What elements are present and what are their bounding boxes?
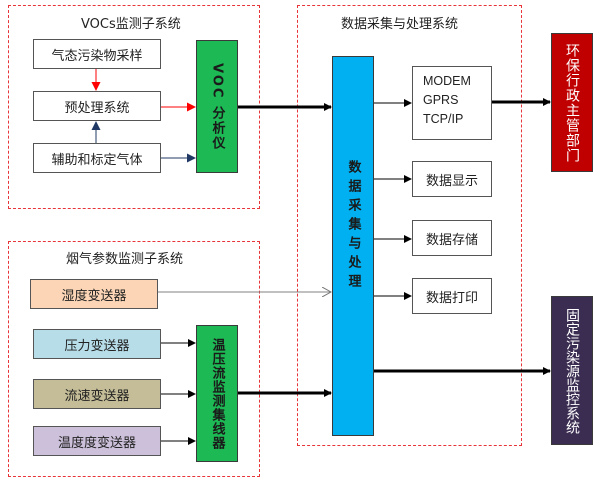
flow-transmitter-box[interactable]: 流速变送器 — [33, 379, 161, 409]
flue-subsystem-group: 烟气参数监测子系统 — [8, 241, 260, 477]
concentrator-label: 温压流监测集线器 — [209, 337, 225, 450]
voc-analyzer-label: VOC 分析仪 — [209, 62, 225, 151]
data-print-box[interactable]: 数据打印 — [412, 278, 492, 314]
data-system-title: 数据采集与处理系统 — [341, 17, 459, 32]
voc-subsystem-title: VOCs监测子系统 — [81, 17, 181, 32]
voc-analyzer-box[interactable]: VOC 分析仪 — [196, 40, 238, 173]
temperature-transmitter-box[interactable]: 温度度变送器 — [33, 426, 161, 456]
data-core-label: 数据采集与处理 — [345, 159, 361, 293]
calibration-gas-box[interactable]: 辅助和标定气体 — [33, 143, 161, 173]
sampling-box[interactable]: 气态污染物采样 — [33, 39, 161, 69]
flue-subsystem-title: 烟气参数监测子系统 — [66, 252, 184, 267]
concentrator-box[interactable]: 温压流监测集线器 — [196, 325, 238, 462]
data-system-group: 数据采集与处理系统 — [297, 5, 522, 446]
data-core-box[interactable]: 数据采集与处理 — [332, 56, 374, 436]
humidity-transmitter-box[interactable]: 湿度变送器 — [30, 279, 158, 309]
epa-department-box[interactable]: 环保行政主管部门 — [551, 33, 593, 172]
epa-department-label: 环保行政主管部门 — [564, 42, 580, 163]
comm-line-tcpip: TCP/IP — [423, 112, 464, 126]
comm-line-gprs: GPRS — [423, 93, 459, 107]
monitoring-system-label: 固定污染源监控系统 — [564, 307, 580, 434]
data-storage-box[interactable]: 数据存储 — [412, 220, 492, 256]
pressure-transmitter-box[interactable]: 压力变送器 — [33, 329, 161, 359]
comm-box[interactable]: MODEM GPRS TCP/IP — [412, 66, 492, 140]
comm-line-modem: MODEM — [423, 74, 471, 88]
data-display-box[interactable]: 数据显示 — [412, 161, 492, 197]
monitoring-system-box[interactable]: 固定污染源监控系统 — [551, 296, 593, 445]
pretreatment-box[interactable]: 预处理系统 — [33, 91, 161, 121]
